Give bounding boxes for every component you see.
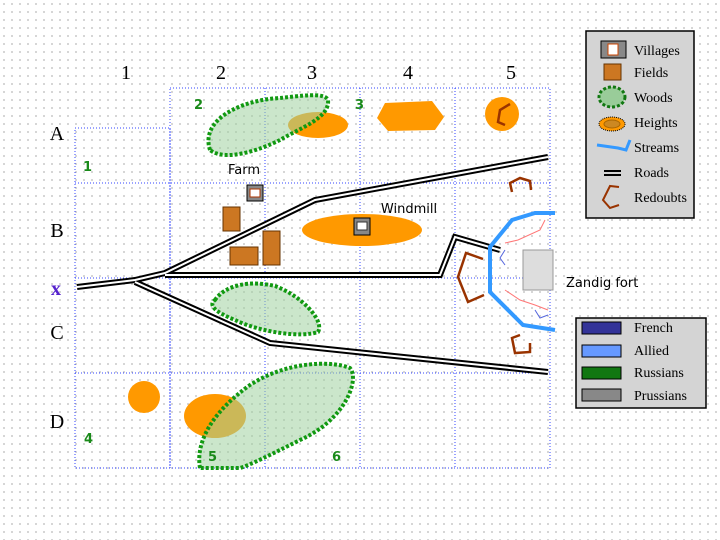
cell-number: 3 (355, 98, 364, 113)
field[interactable] (222, 206, 241, 232)
redoubt-icon (601, 184, 620, 210)
legend-label: Roads (634, 166, 669, 181)
cell-number: 4 (84, 432, 93, 447)
cell-number: 2 (194, 98, 203, 113)
redoubt-icon[interactable] (508, 176, 533, 193)
woods-c2[interactable] (210, 281, 322, 337)
column-label-2: 2 (216, 62, 226, 84)
redoubt-icon[interactable] (456, 251, 485, 304)
column-label-5: 5 (506, 62, 516, 84)
height-a4[interactable] (377, 101, 444, 131)
stream-icon (596, 139, 632, 152)
prussians-swatch (581, 388, 622, 402)
place-zandig-fort: Zandig fort (566, 276, 638, 291)
village-icon (600, 40, 627, 59)
road-icon (604, 170, 621, 176)
legend-label: Prussians (634, 389, 687, 404)
village-farm[interactable] (246, 184, 264, 202)
place-windmill: Windmill (381, 202, 437, 217)
zandig-fort[interactable] (488, 211, 556, 332)
army-legend: French Allied Russians Prussians (575, 317, 707, 409)
roads (76, 154, 549, 375)
height-a5[interactable] (485, 97, 519, 131)
row-label-x: x (51, 278, 61, 300)
legend-label: Redoubts (634, 191, 687, 206)
russians-swatch (581, 366, 622, 380)
legend-label: Fields (634, 66, 668, 81)
legend-label: Villages (634, 44, 680, 59)
cell-number: 6 (332, 450, 341, 465)
redoubt-icon[interactable] (496, 102, 511, 127)
woods-a2[interactable] (206, 93, 330, 157)
french-swatch (581, 321, 622, 335)
row-label-a: A (50, 123, 65, 145)
allied-swatch (581, 344, 622, 358)
legend-label: Russians (634, 366, 684, 381)
row-label-d: D (50, 411, 64, 433)
cell-number: 5 (208, 450, 217, 465)
heights-icon (598, 116, 626, 132)
redoubt-icon[interactable] (510, 333, 532, 355)
village-windmill[interactable] (353, 217, 371, 236)
cell-number: 1 (83, 160, 92, 175)
fields (222, 206, 281, 266)
field[interactable] (229, 246, 259, 266)
field-icon (603, 63, 622, 81)
row-label-b: B (50, 220, 63, 242)
column-label-3: 3 (307, 62, 317, 84)
legend-label: French (634, 321, 673, 336)
column-label-4: 4 (403, 62, 413, 84)
woods (197, 93, 355, 470)
stream (488, 211, 556, 332)
field[interactable] (262, 230, 281, 266)
terrain-legend: Villages Fields Woods Heights Streams Ro… (585, 30, 695, 219)
redoubts (456, 102, 533, 355)
woods-icon (597, 85, 627, 109)
legend-label: Woods (634, 91, 673, 106)
woods-d2[interactable] (197, 361, 355, 470)
legend-label: Allied (634, 344, 669, 359)
legend-label: Heights (634, 116, 678, 131)
row-label-c: C (50, 322, 63, 344)
legend-label: Streams (634, 141, 679, 156)
place-farm: Farm (228, 163, 260, 178)
height-d1[interactable] (128, 381, 160, 413)
column-label-1: 1 (121, 62, 131, 84)
